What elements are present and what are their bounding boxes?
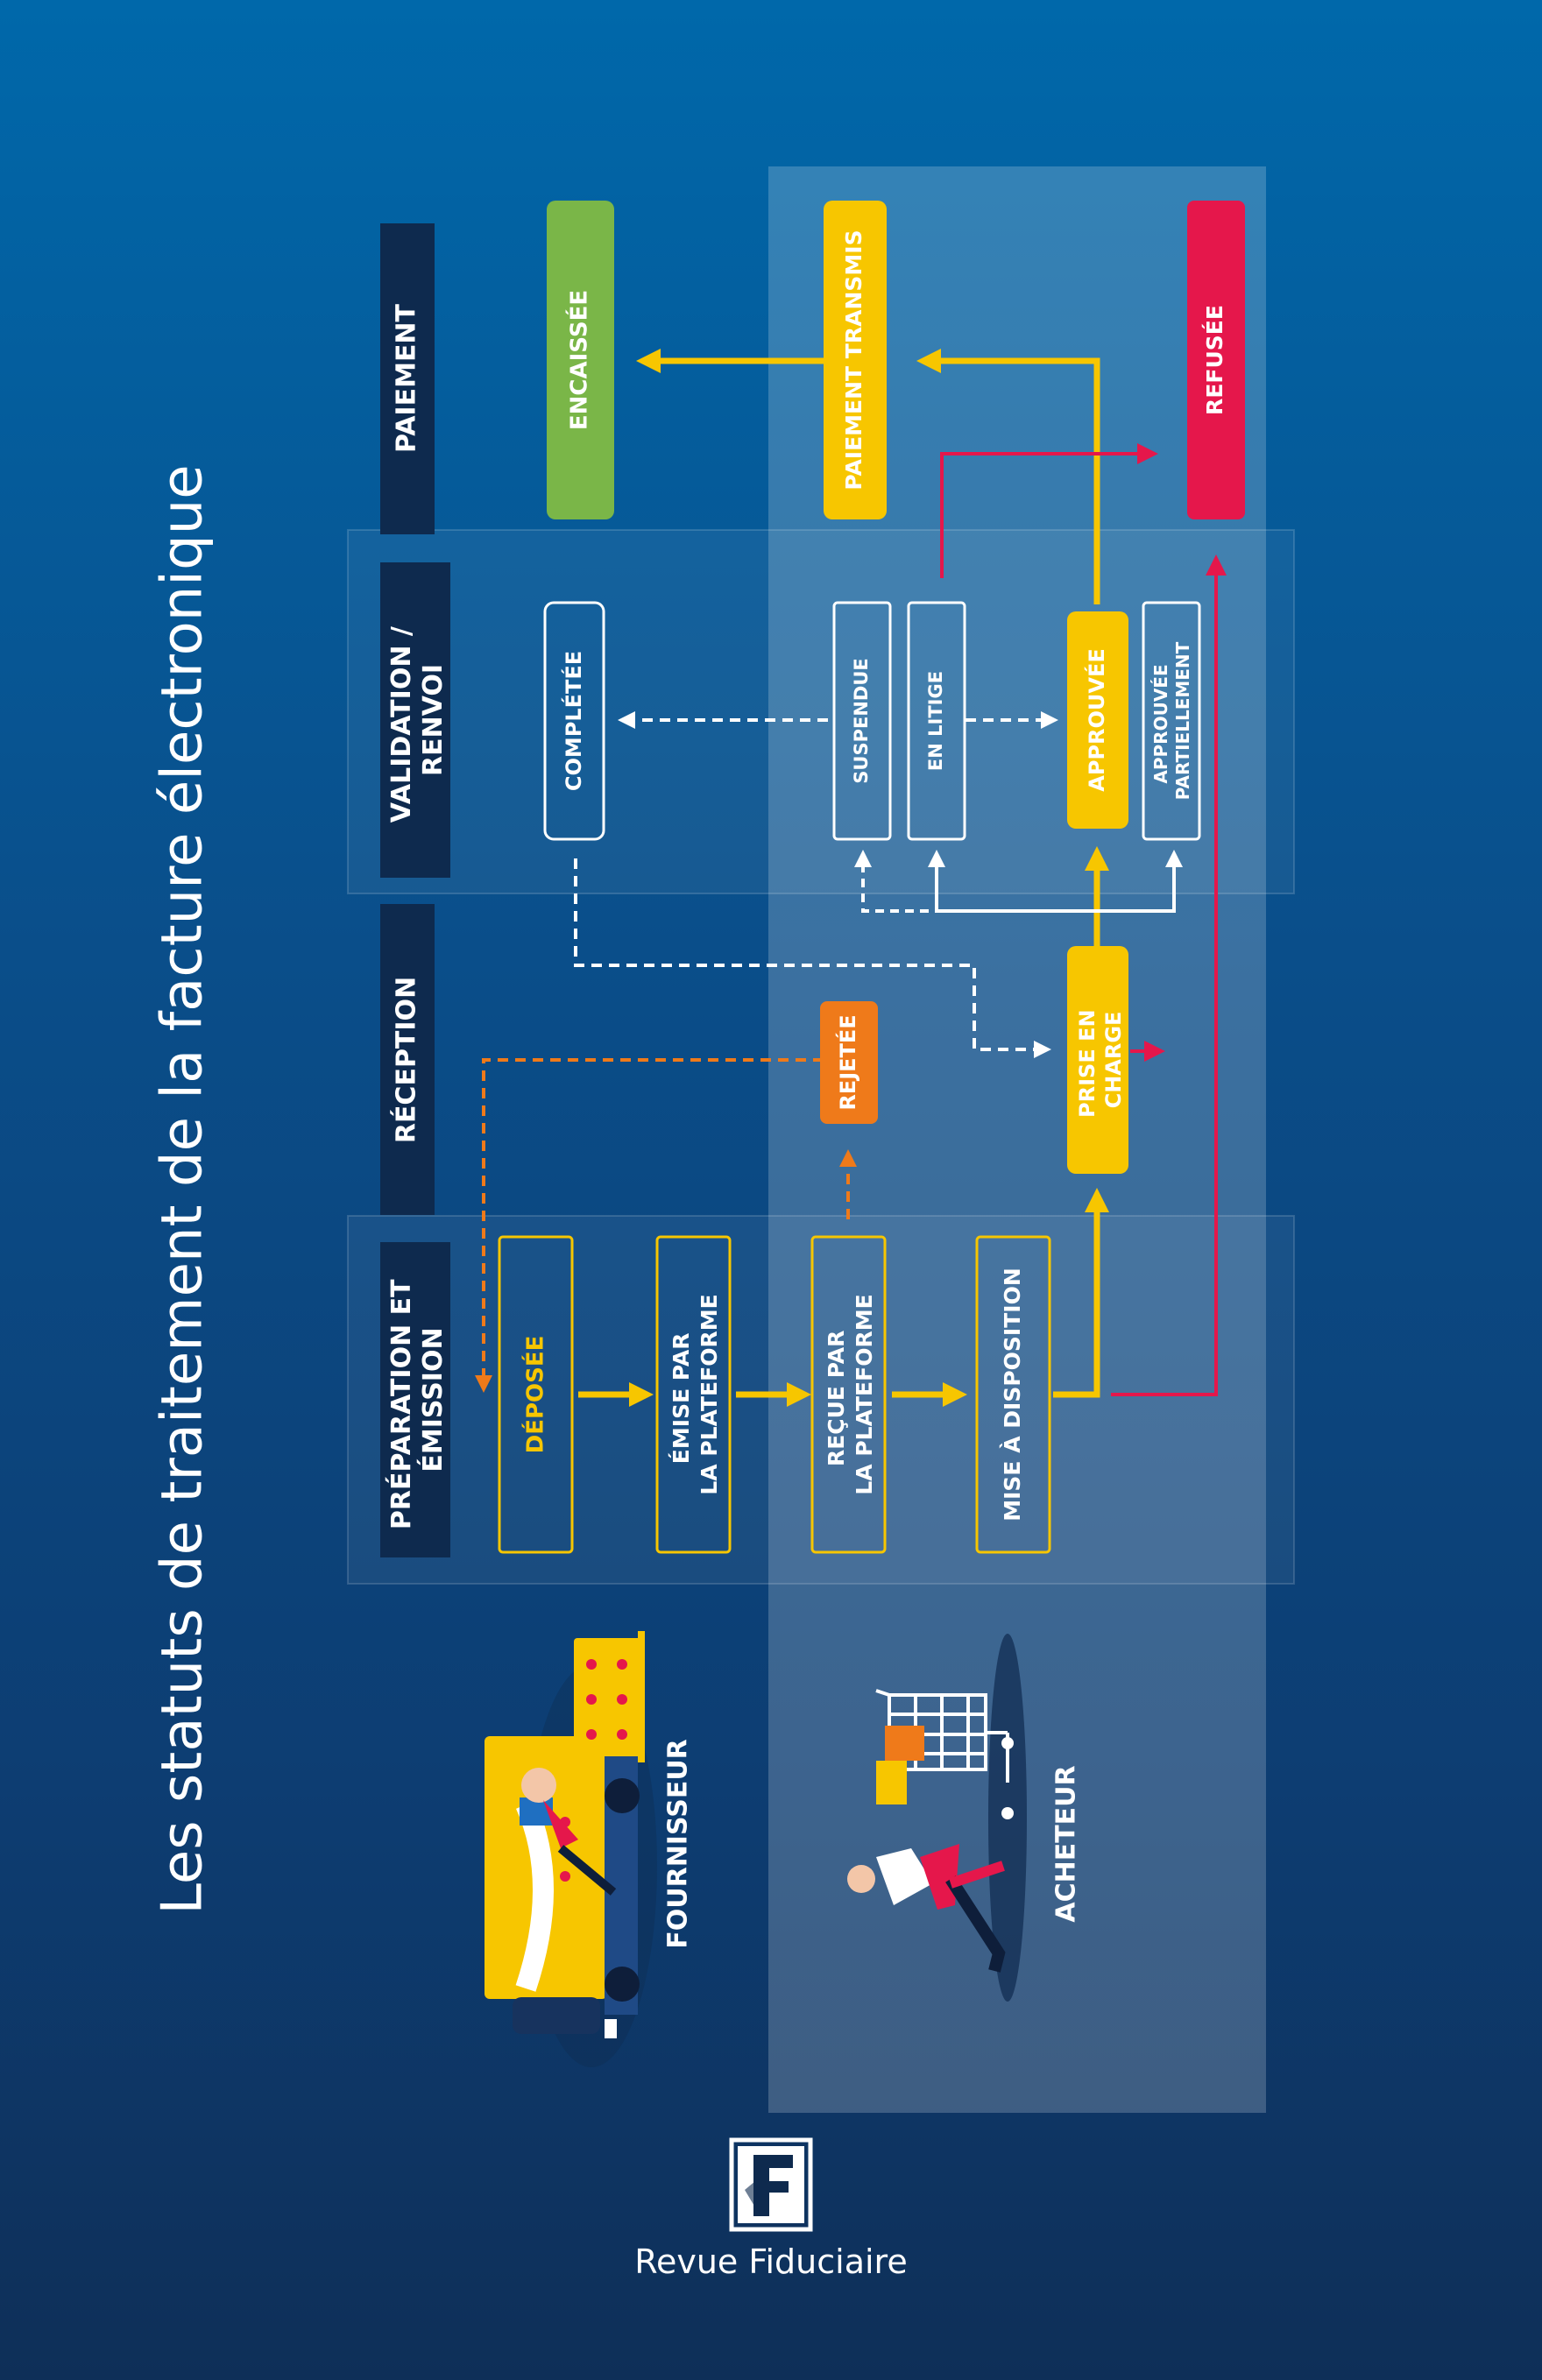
actor-acheteur-label: ACHETEUR — [1051, 1765, 1082, 1922]
status-deposee-label: DÉPOSÉE — [521, 1336, 549, 1454]
status-rejetee: REJETÉE — [820, 1001, 878, 1124]
status-emise-par-la-plateforme: ÉMISE PAR LA PLATEFORME — [655, 1235, 732, 1554]
status-rejetee-label: REJETÉE — [835, 1014, 860, 1110]
status-emise-label: ÉMISE PAR LA PLATEFORME — [668, 1294, 722, 1494]
status-recue-label: REÇUE PAR LA PLATEFORME — [824, 1294, 877, 1494]
status-completee: COMPLÉTÉE — [543, 601, 605, 841]
truck-icon — [485, 1631, 657, 2067]
status-prise-en-charge-label: PRISE EN CHARGE — [1075, 1002, 1126, 1118]
status-recue-par-la-plateforme: REÇUE PAR LA PLATEFORME — [810, 1235, 887, 1554]
status-approuvee-partiellement-label: APPROUVÉE PARTIELLEMENT — [1150, 641, 1193, 800]
brand-name: Revue Fiduciaire — [634, 2242, 908, 2281]
orange-rejection-arrows — [475, 1058, 857, 1393]
status-completee-label: COMPLÉTÉE — [561, 651, 586, 791]
status-suspendue: SUSPENDUE — [832, 601, 892, 841]
status-suspendue-label: SUSPENDUE — [851, 658, 872, 783]
phase-header-validation: VALIDATION / RENVOI — [380, 562, 450, 878]
status-paiement-transmis: PAIEMENT TRANSMIS — [824, 201, 887, 519]
status-refusee-label: REFUSÉE — [1202, 305, 1227, 415]
status-paiement-transmis-label: PAIEMENT TRANSMIS — [841, 230, 866, 490]
preparation-phase-band — [347, 1215, 1295, 1585]
status-encaissee: ENCAISSÉE — [547, 201, 614, 519]
red-refusal-arrows — [940, 443, 1227, 1396]
status-approuvee-partiellement: APPROUVÉE PARTIELLEMENT — [1142, 601, 1201, 841]
status-mise-a-disposition: MISE À DISPOSITION — [975, 1235, 1051, 1554]
phase-header-paiement-text: PAIEMENT — [392, 303, 422, 453]
status-prise-en-charge: PRISE EN CHARGE — [1067, 946, 1128, 1174]
actor-fournisseur-label: FOURNISSEUR — [663, 1739, 694, 1949]
phase-header-preparation-text: PRÉPARATION ET ÉMISSION — [386, 1270, 449, 1529]
shopping-cart-icon — [847, 1634, 1027, 2002]
phase-header-paiement: PAIEMENT — [380, 223, 435, 534]
status-approuvee: APPROUVÉE — [1067, 611, 1128, 829]
status-deposee: DÉPOSÉE — [498, 1235, 574, 1554]
page-title: Les statuts de traitement de la facture … — [151, 464, 216, 1914]
status-approuvee-label: APPROUVÉE — [1084, 648, 1109, 792]
status-refusee: REFUSÉE — [1187, 201, 1245, 519]
status-encaissee-label: ENCAISSÉE — [565, 290, 593, 430]
phase-header-validation-text: VALIDATION / RENVOI — [386, 618, 449, 823]
validation-phase-band — [347, 529, 1295, 894]
phase-header-reception-text: RÉCEPTION — [391, 977, 422, 1143]
white-validation-arrows — [574, 711, 1183, 1058]
status-en-litige: EN LITIGE — [907, 601, 966, 841]
rf-logo-icon — [729, 2137, 813, 2232]
phase-header-preparation: PRÉPARATION ET ÉMISSION — [380, 1242, 450, 1557]
phase-header-reception: RÉCEPTION — [380, 904, 435, 1215]
status-mise-a-disposition-label: MISE À DISPOSITION — [1000, 1268, 1025, 1522]
status-en-litige-label: EN LITIGE — [925, 671, 946, 771]
yellow-flow-arrows — [578, 349, 1109, 1407]
